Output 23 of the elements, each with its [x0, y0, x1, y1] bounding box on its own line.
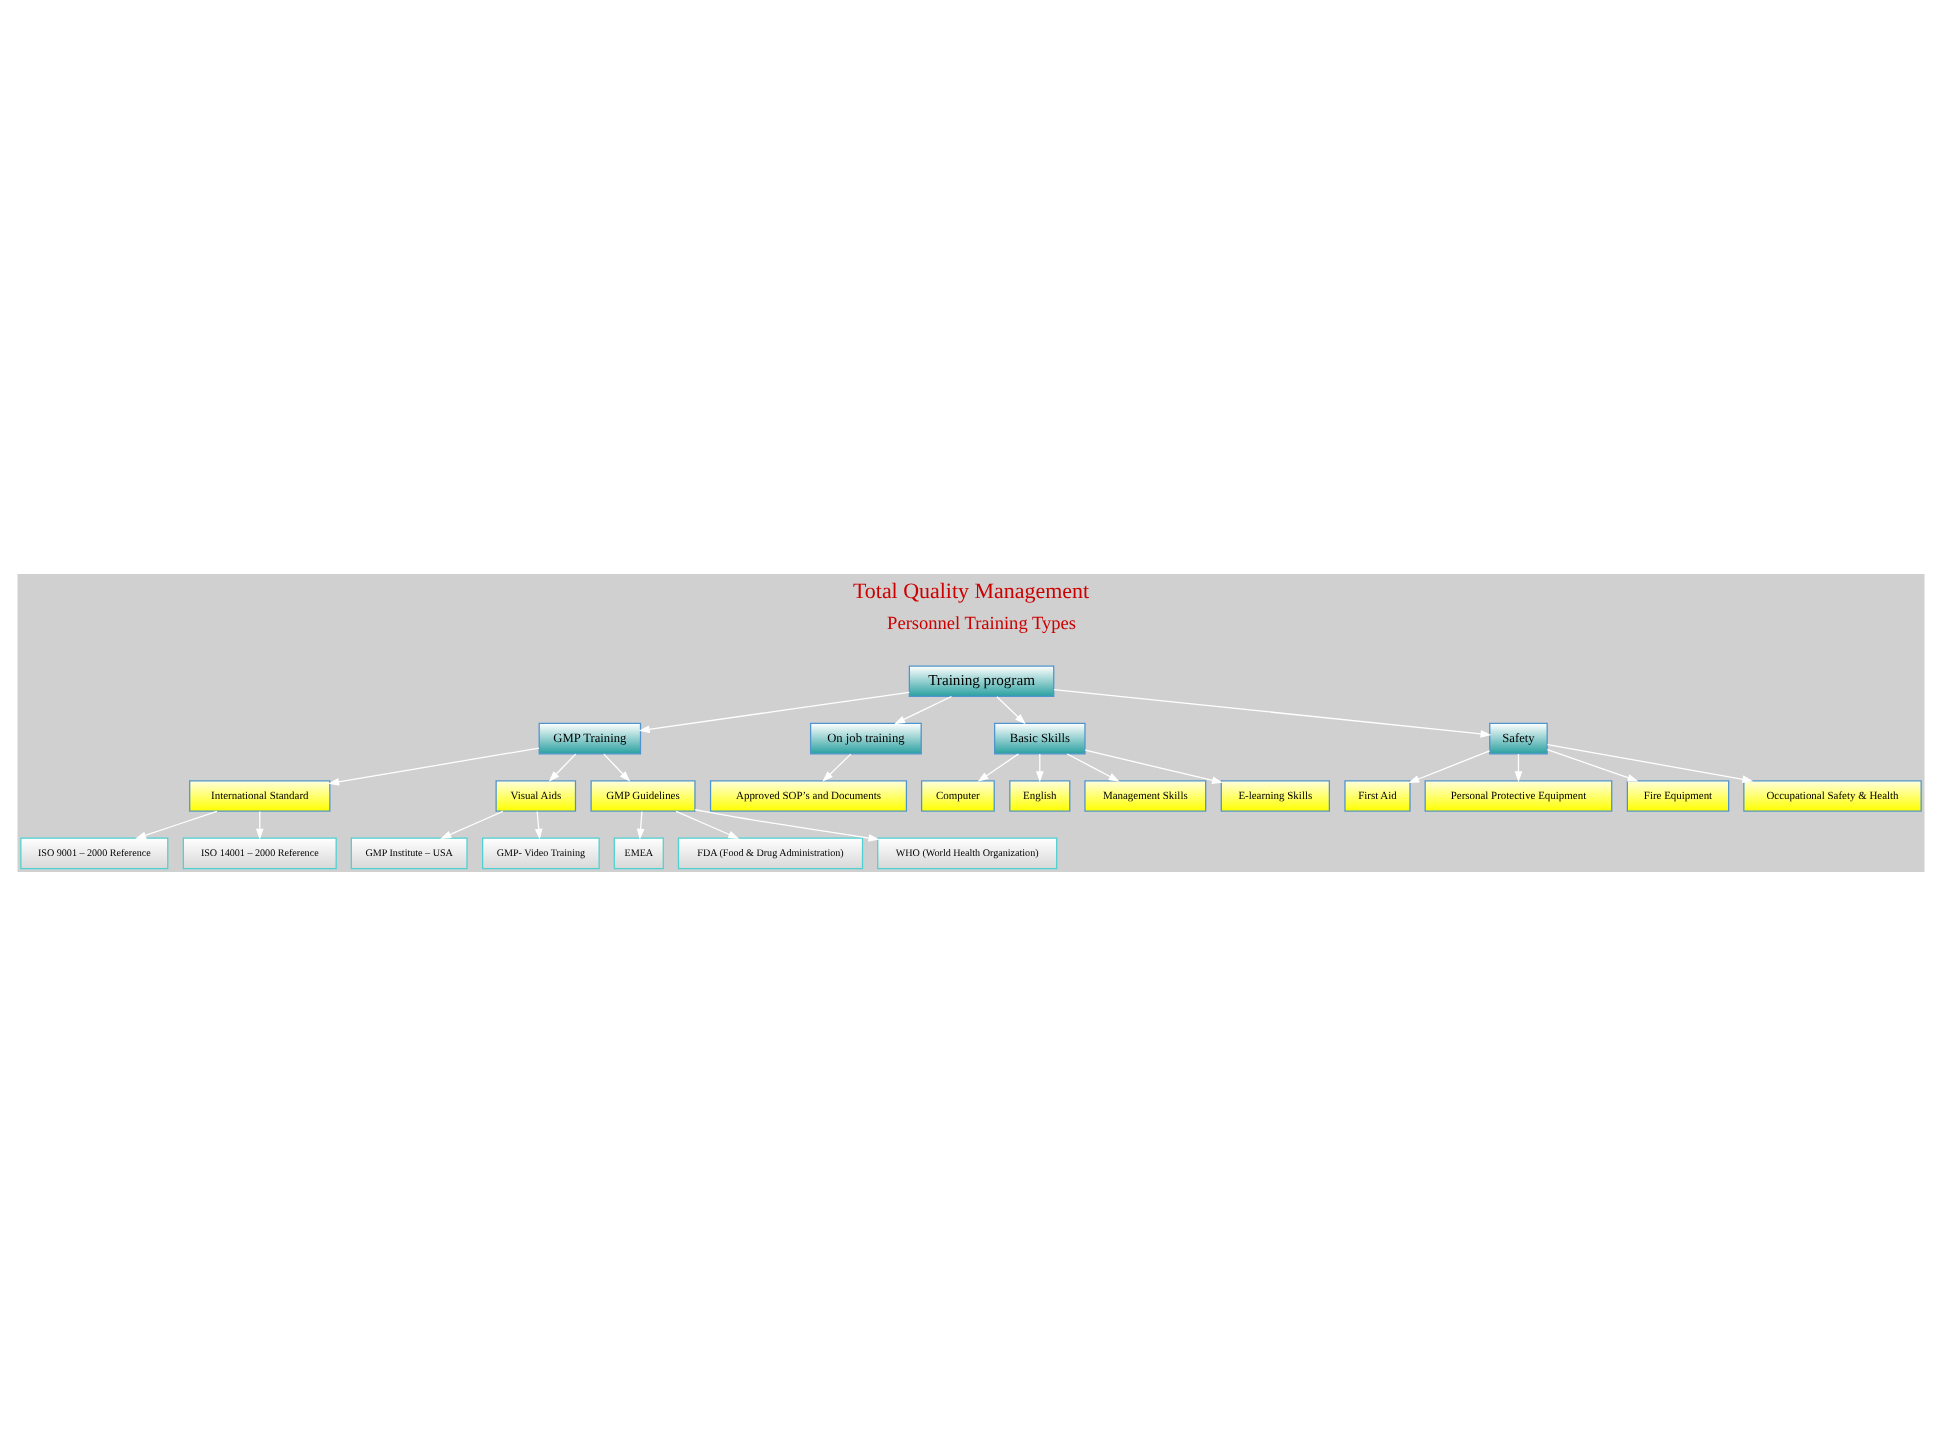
arrow — [638, 691, 910, 734]
arrow — [440, 810, 504, 839]
arrow — [996, 696, 1026, 725]
diagram-title: Total Quality Management — [852, 580, 1090, 605]
arrow — [894, 695, 953, 725]
arrow — [1546, 748, 1639, 782]
arrow — [1408, 750, 1491, 784]
arrow — [1546, 743, 1754, 783]
node-box: Training program — [908, 665, 1055, 698]
arrow — [636, 810, 645, 840]
arrow — [1053, 688, 1492, 738]
arrow — [1066, 753, 1120, 782]
arrow — [135, 810, 218, 839]
arrow — [1084, 749, 1224, 785]
arrow — [328, 747, 540, 786]
arrow — [977, 753, 1020, 782]
arrow — [675, 810, 740, 839]
arrow — [822, 753, 852, 782]
arrow — [694, 808, 880, 842]
arrow — [534, 810, 543, 840]
arrow — [603, 753, 631, 782]
label: Personnel Training Types — [887, 614, 1076, 635]
arrow — [548, 753, 577, 782]
